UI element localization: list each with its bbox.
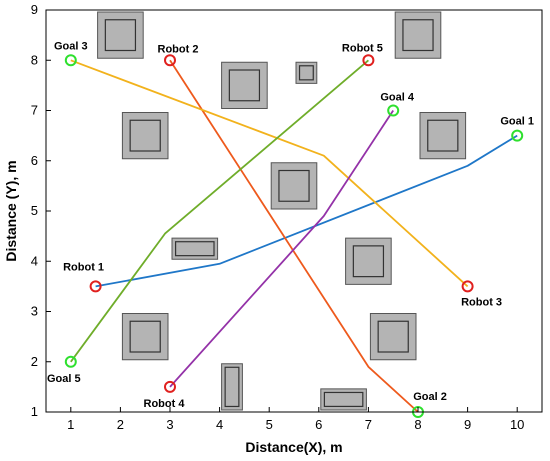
obstacle-inner (278, 169, 310, 202)
obstacle-inner (427, 119, 459, 152)
obstacle (394, 11, 442, 59)
y-tick-label: 2 (31, 354, 38, 369)
point-label-goal-1: Goal 1 (500, 116, 534, 128)
x-tick-label: 7 (365, 417, 372, 432)
x-tick-label: 6 (315, 417, 322, 432)
point-label-goal-2: Goal 2 (413, 391, 447, 403)
obstacle (97, 11, 144, 59)
y-tick-label: 4 (31, 253, 38, 268)
obstacle-inner (224, 366, 240, 408)
obstacle (270, 162, 318, 210)
y-tick-label: 9 (31, 2, 38, 17)
obstacle-inner (402, 19, 434, 52)
x-tick-label: 3 (166, 417, 173, 432)
obstacle-inner (129, 119, 161, 152)
y-axis-ticks: 1 2 3 4 5 6 7 8 9 (31, 2, 51, 419)
x-tick-label: 8 (414, 417, 421, 432)
obstacle-inner (228, 69, 261, 102)
path-robot-1 (95, 134, 518, 288)
obstacle (345, 237, 392, 285)
point-label-goal-5: Goal 5 (47, 373, 81, 385)
obstacle-inner (298, 65, 314, 81)
obstacle-inner (377, 320, 409, 353)
start-marker-robot-4 (164, 380, 176, 393)
y-tick-label: 7 (31, 103, 38, 118)
paths (70, 59, 518, 413)
point-label-robot-2: Robot 2 (158, 43, 199, 55)
obstacle (369, 313, 417, 361)
point-label-robot-4: Robot 4 (144, 398, 186, 410)
x-axis-ticks: 1 2 3 4 5 6 7 8 9 10 (67, 407, 524, 432)
path-robot-2 (169, 59, 419, 413)
markers (64, 54, 524, 418)
obstacle (221, 61, 268, 109)
goal-marker-goal-5 (64, 355, 77, 368)
x-tick-label: 10 (510, 417, 524, 432)
goal-marker-goal-4 (387, 104, 400, 117)
start-marker-robot-2 (164, 54, 176, 67)
obstacle-inner (352, 245, 385, 278)
obstacle (419, 112, 467, 160)
x-tick-label: 9 (464, 417, 471, 432)
x-tick-label: 5 (266, 417, 273, 432)
y-tick-label: 5 (31, 203, 38, 218)
point-label-robot-1: Robot 1 (63, 261, 104, 273)
y-tick-label: 1 (31, 404, 38, 419)
obstacle (295, 61, 318, 84)
goal-marker-goal-3 (64, 54, 77, 67)
y-tick-label: 3 (31, 304, 38, 319)
start-marker-robot-5 (362, 54, 375, 67)
plot-frame (45, 9, 543, 413)
path-robot-3 (70, 59, 469, 288)
point-label-goal-3: Goal 3 (54, 40, 88, 52)
obstacle (221, 363, 243, 411)
x-axis-title: Distance(X), m (245, 439, 342, 455)
y-axis-title: Distance (Y), m (3, 160, 19, 261)
path-robot-5 (70, 59, 369, 363)
point-label-robot-3: Robot 3 (461, 296, 502, 308)
obstacle (171, 237, 219, 260)
obstacle-inner (104, 19, 137, 52)
start-marker-robot-3 (461, 280, 474, 293)
start-marker-robot-1 (89, 280, 102, 293)
point-label-goal-4: Goal 4 (380, 92, 415, 104)
obstacle-inner (323, 391, 364, 408)
obstacle (320, 388, 367, 411)
obstacle (121, 112, 169, 160)
obstacles (97, 11, 467, 411)
y-tick-label: 8 (31, 52, 38, 67)
point-label-robot-5: Robot 5 (342, 42, 383, 54)
x-tick-label: 2 (117, 417, 124, 432)
goal-marker-goal-1 (511, 129, 524, 142)
x-tick-label: 4 (216, 417, 223, 432)
y-tick-label: 6 (31, 153, 38, 168)
obstacle (121, 313, 169, 361)
path-robot-4 (169, 110, 394, 388)
obstacle-inner (129, 320, 161, 353)
x-tick-label: 1 (67, 417, 74, 432)
obstacle-inner (174, 241, 215, 257)
point-labels: Robot 1 Robot 2 Robot 3 Robot 4 Robot 5 Goal … (47, 40, 534, 410)
